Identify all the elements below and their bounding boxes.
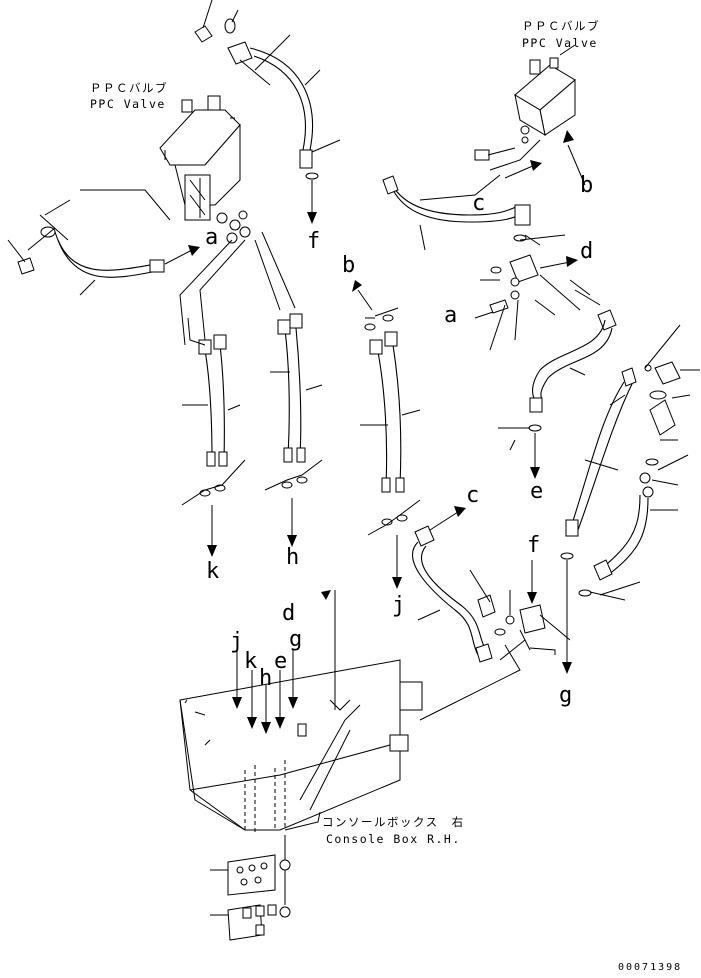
label-a-left: a bbox=[205, 225, 218, 250]
hose-right-lower bbox=[578, 494, 649, 601]
label-g-right: g bbox=[559, 683, 572, 708]
label-b-mid: b bbox=[342, 253, 355, 278]
elbow-fitting-right bbox=[639, 324, 700, 511]
hose-c-top bbox=[382, 147, 542, 251]
tee-fitting-f bbox=[419, 560, 571, 721]
label-f-right: f bbox=[527, 533, 540, 558]
label-c-mid: c bbox=[466, 483, 479, 508]
hose-top-to-f bbox=[227, 34, 341, 224]
label-h-mid: h bbox=[286, 545, 299, 570]
label-e-bottom: e bbox=[274, 649, 287, 674]
ppc-valve-left bbox=[159, 95, 241, 221]
drawing-part-number: 00071398 bbox=[618, 962, 682, 973]
label-f-left: f bbox=[307, 229, 320, 254]
hose-pair-h bbox=[264, 313, 323, 547]
hose-c-mid bbox=[411, 506, 493, 663]
label-a-right: a bbox=[444, 303, 457, 328]
caption-ppc-left-en: PPC Valve bbox=[90, 97, 166, 111]
ppc-valve-right bbox=[489, 44, 586, 186]
hose-g bbox=[560, 367, 637, 674]
label-j-mid: j bbox=[392, 593, 405, 618]
tee-fitting-d bbox=[474, 234, 601, 351]
caption-ppc-right-jp: ＰＰＣバルブ bbox=[522, 19, 600, 33]
caption-console-jp: コンソールボックス 右 bbox=[322, 815, 465, 829]
caption-ppc-right-en: PPC Valve bbox=[522, 36, 598, 50]
label-d-bottom: d bbox=[282, 601, 295, 626]
top-bolt bbox=[194, 0, 239, 43]
valve-link-lines bbox=[179, 231, 296, 346]
label-g-bottom: g bbox=[289, 627, 302, 652]
valve-fittings-left bbox=[216, 210, 251, 244]
arrow-b-mid bbox=[352, 280, 394, 331]
label-h-bottom: h bbox=[259, 666, 272, 691]
fitting-blocks bbox=[210, 835, 291, 941]
label-j-bottom: j bbox=[230, 629, 243, 654]
label-k-bottom: k bbox=[244, 649, 257, 674]
label-d-right: d bbox=[580, 239, 593, 264]
label-c-top: c bbox=[472, 191, 485, 216]
label-b-top: b bbox=[580, 173, 593, 198]
hose-left-to-a bbox=[7, 189, 200, 296]
caption-console-en: Console Box R.H. bbox=[326, 832, 461, 846]
console-arrows bbox=[232, 590, 336, 734]
console-box bbox=[179, 659, 423, 835]
hose-pair-j bbox=[360, 307, 421, 589]
caption-ppc-left-jp: ＰＰＣバルブ bbox=[90, 81, 168, 95]
hose-pair-k bbox=[181, 317, 246, 557]
label-e-right: e bbox=[530, 479, 543, 504]
label-k-left: k bbox=[206, 559, 219, 584]
hose-e bbox=[498, 309, 617, 479]
